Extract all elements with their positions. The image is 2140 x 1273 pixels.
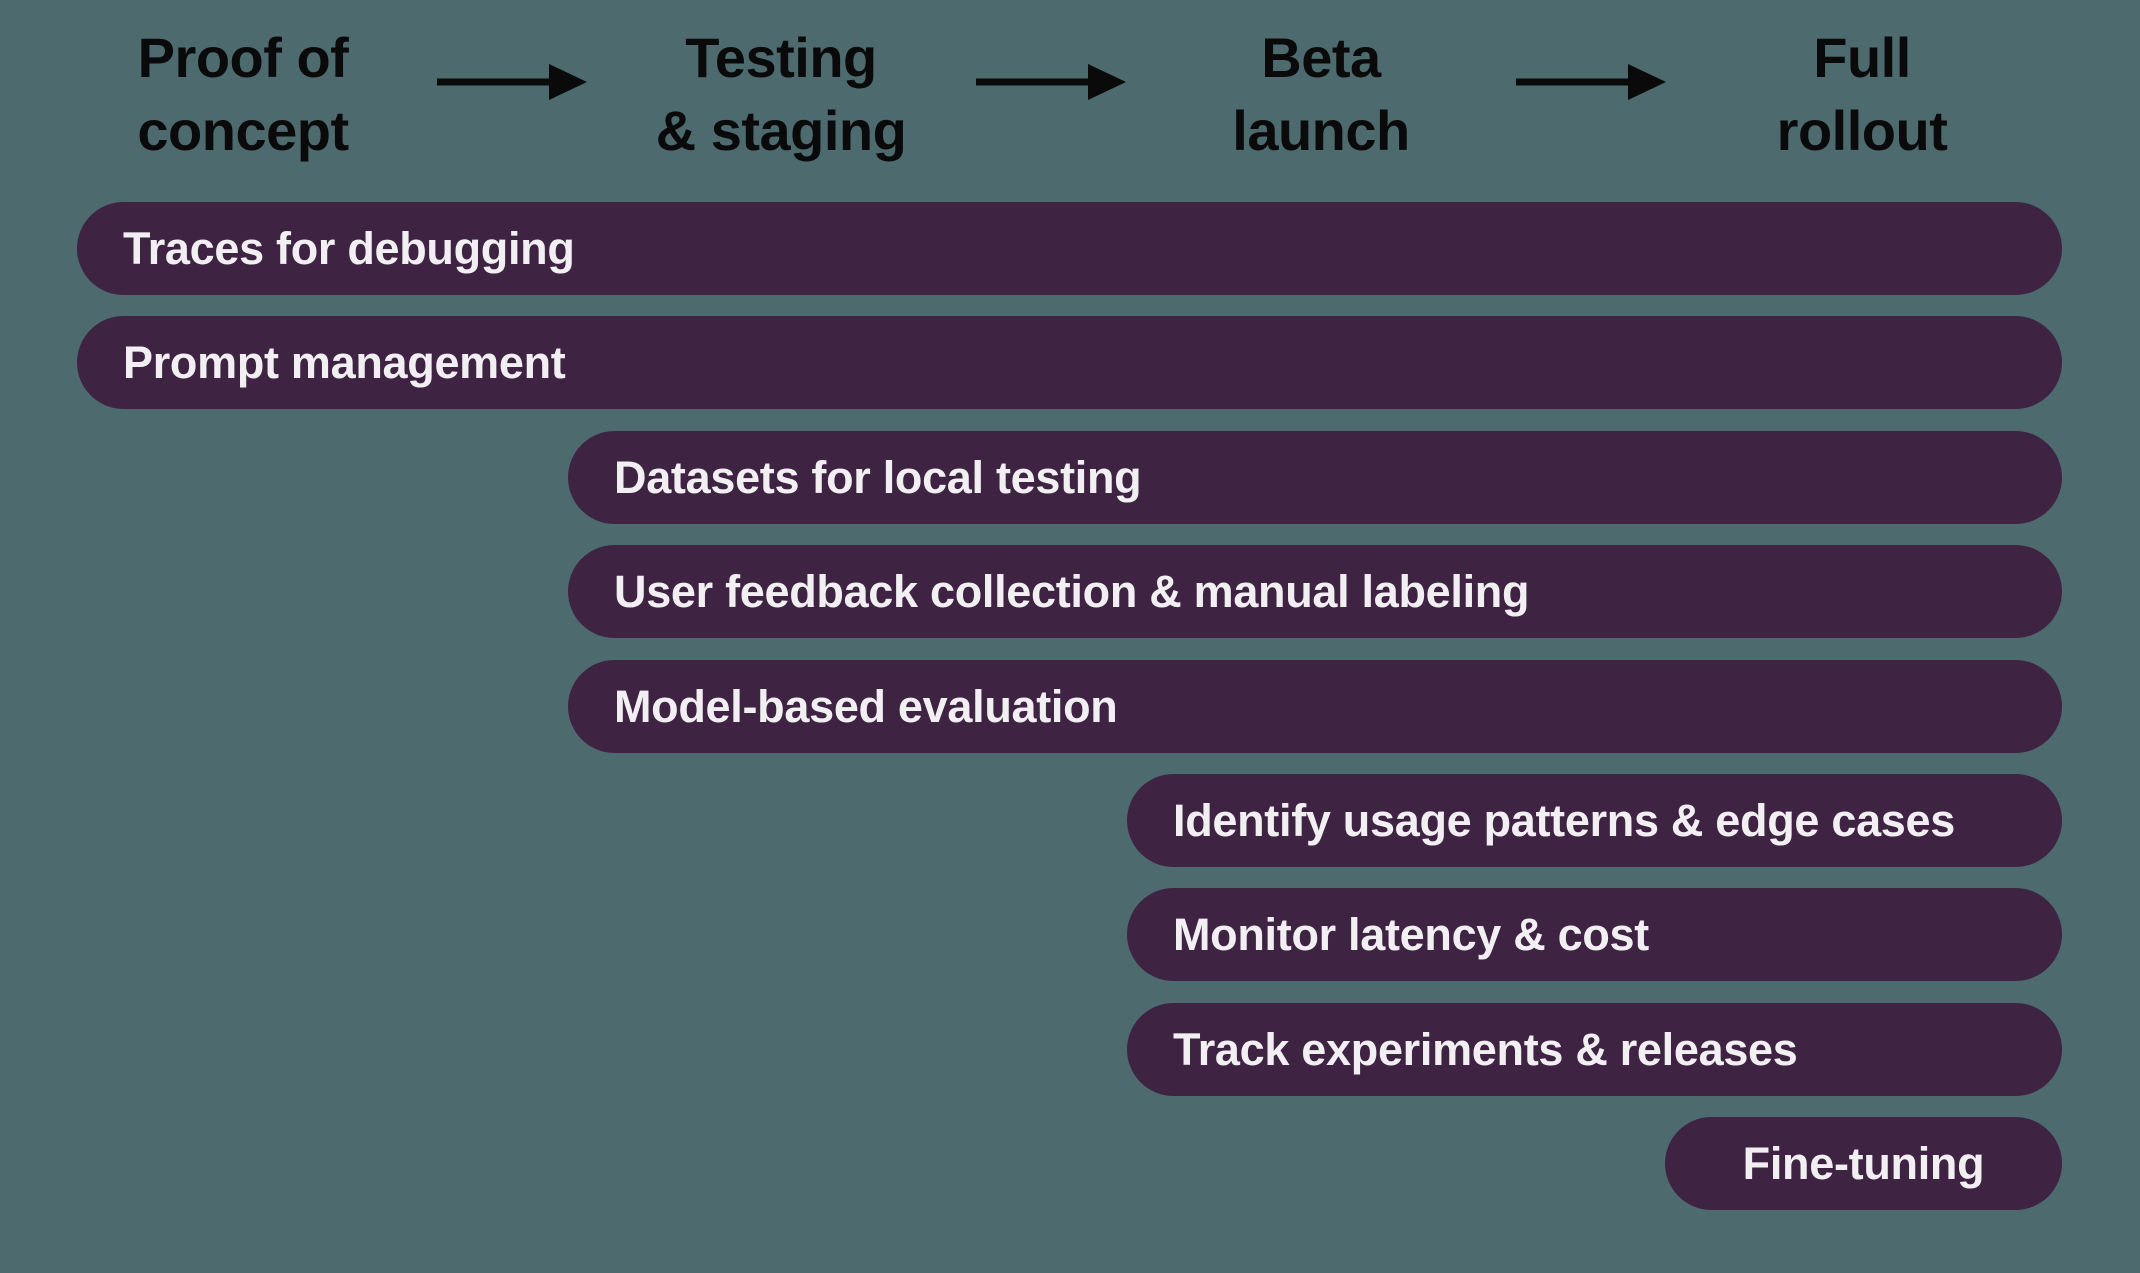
stage-label-proof-of-concept: Proof of concept	[137, 26, 349, 162]
stage-label-beta-launch: Beta launch	[1232, 26, 1410, 162]
stage-label-testing-staging: Testing & staging	[655, 26, 907, 162]
arrow-right-icon	[437, 64, 587, 100]
stage-label-full-rollout: Full rollout	[1776, 26, 1948, 162]
bar-model-based-evaluation: Model-based evaluation	[568, 660, 2062, 753]
bar-fine-tuning: Fine-tuning	[1665, 1117, 2062, 1210]
bar-track-experiments-releases: Track experiments & releases	[1127, 1003, 2062, 1096]
bar-identify-usage-patterns: Identify usage patterns & edge cases	[1127, 774, 2062, 867]
bar-user-feedback-collection: User feedback collection & manual labeli…	[568, 545, 2062, 638]
arrow-right-icon	[976, 64, 1126, 100]
bar-monitor-latency-cost: Monitor latency & cost	[1127, 888, 2062, 981]
bar-datasets-for-local-testing: Datasets for local testing	[568, 431, 2062, 524]
bar-prompt-management: Prompt management	[77, 316, 2062, 409]
bar-traces-for-debugging: Traces for debugging	[77, 202, 2062, 295]
arrow-right-icon	[1516, 64, 1666, 100]
